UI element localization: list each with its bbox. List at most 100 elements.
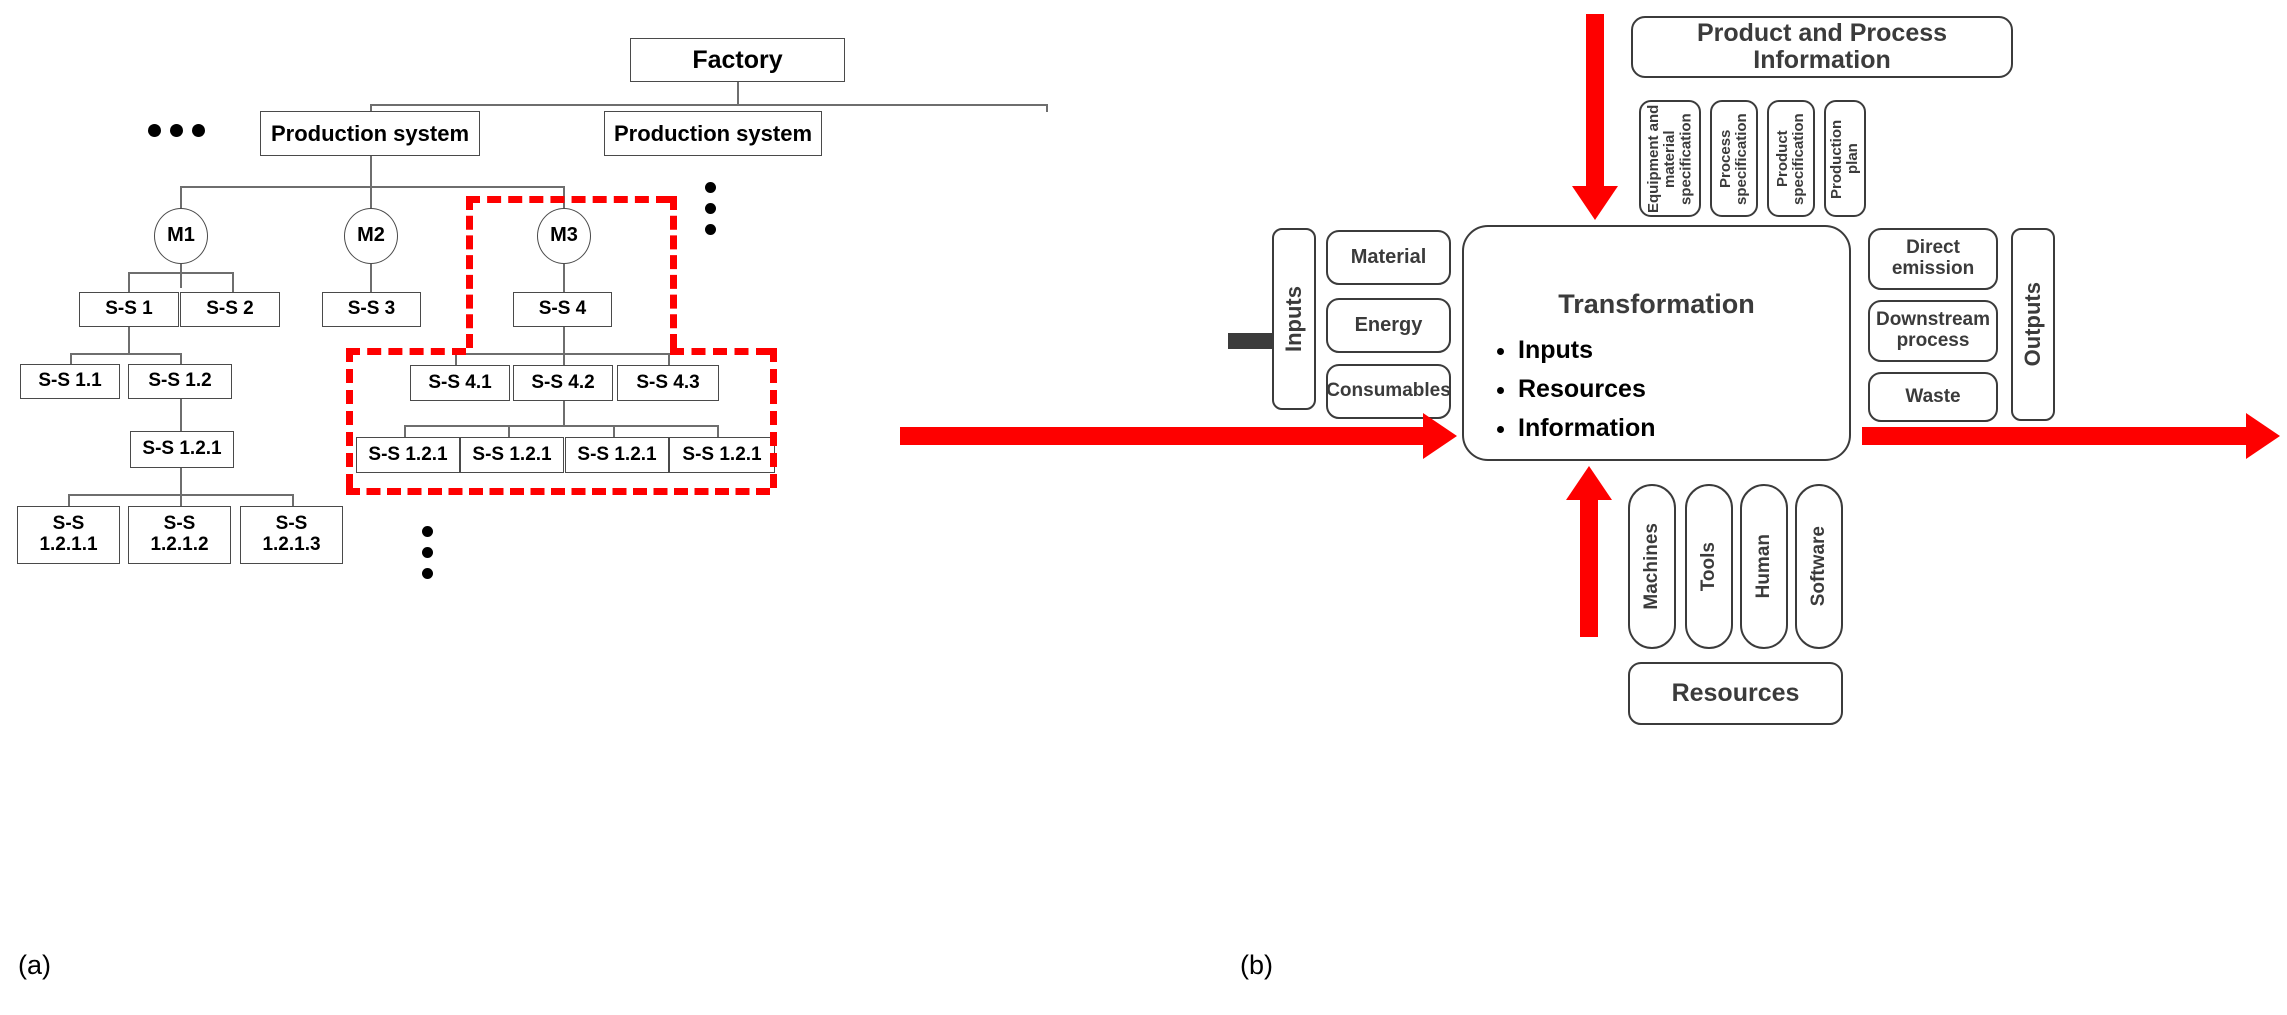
arrow-shaft: [1228, 333, 1282, 349]
edge-ss12b-up: [180, 353, 182, 365]
node-ss-1-2-1-1[interactable]: S-S 1.2.1.1: [17, 506, 120, 564]
dash-right: [770, 348, 777, 488]
input-item-material[interactable]: Material: [1326, 230, 1451, 285]
node-ss4-leaf-1[interactable]: S-S 1.2.1: [356, 437, 460, 473]
arrow-head-down: [1572, 186, 1618, 220]
resource-item-label: Tools: [1697, 541, 1719, 592]
node-ss-1-2[interactable]: S-S 1.2: [128, 364, 232, 399]
resource-item-machines[interactable]: Machines: [1628, 484, 1676, 649]
information-header-box[interactable]: Product and Process Information: [1631, 16, 2013, 78]
information-item-label: Product specification: [1773, 112, 1807, 205]
node-ss-4-1[interactable]: S-S 4.1: [410, 365, 510, 401]
edge-ss1-down: [128, 327, 130, 353]
edge-m1-up: [180, 186, 182, 210]
edge-ss12-bar: [128, 272, 232, 274]
highlight-selection-lower: [346, 348, 777, 495]
edge-ss4-leaf1-up: [404, 425, 406, 438]
resource-item-human[interactable]: Human: [1740, 484, 1788, 649]
edge-ss4-leaf-bar: [404, 425, 717, 427]
node-ss-1[interactable]: S-S 1: [79, 292, 179, 327]
transformation-box[interactable]: Transformation Inputs Resources Informat…: [1462, 225, 1851, 461]
node-machine-m1[interactable]: M1: [154, 208, 208, 264]
edge-ss4-children-bar: [455, 353, 668, 355]
inputs-label-box[interactable]: Inputs: [1272, 228, 1316, 410]
node-ss-1-2-1[interactable]: S-S 1.2.1: [130, 431, 234, 468]
dot: [705, 182, 716, 193]
arrow-head-out: [2246, 413, 2280, 459]
transformation-bullet: Information: [1518, 409, 1656, 448]
information-item-product-specification[interactable]: Product specification: [1767, 100, 1815, 217]
output-item-label: Waste: [1905, 385, 1961, 407]
edge-ss4-down: [563, 327, 565, 353]
node-ss4-leaf-3[interactable]: S-S 1.2.1: [565, 437, 669, 473]
transformation-bullet: Resources: [1518, 370, 1656, 409]
node-ss-4-2[interactable]: S-S 4.2: [513, 365, 613, 401]
panel-b: Product and Process Information Equipmen…: [900, 0, 2287, 1015]
dash-left: [466, 196, 473, 348]
arrow-head-up: [1566, 466, 1612, 500]
dash-top-right: [670, 348, 770, 355]
input-item-consumables[interactable]: Consumables: [1326, 364, 1451, 419]
edge-ss4-leaf3-up: [613, 425, 615, 438]
edge-ps1-up: [370, 104, 372, 112]
node-ss-3[interactable]: S-S 3: [322, 292, 421, 327]
dot: [148, 124, 161, 137]
edge-ss12-down: [180, 399, 182, 431]
node-ss-2[interactable]: S-S 2: [180, 292, 280, 327]
resource-item-tools[interactable]: Tools: [1685, 484, 1733, 649]
resource-item-label: Human: [1752, 534, 1774, 599]
resources-footer-box[interactable]: Resources: [1628, 662, 1843, 725]
node-factory[interactable]: Factory: [630, 38, 845, 82]
node-ss-4[interactable]: S-S 4: [513, 292, 612, 327]
input-item-energy[interactable]: Energy: [1326, 298, 1451, 353]
output-item-direct-emission[interactable]: Direct emission: [1868, 228, 1998, 290]
output-item-downstream-process[interactable]: Downstream process: [1868, 300, 1998, 362]
node-production-system-2[interactable]: Production system: [604, 111, 822, 156]
ellipsis-vertical-top: [705, 182, 716, 235]
dash-top-left: [346, 348, 466, 355]
node-ss-1-1[interactable]: S-S 1.1: [20, 364, 120, 399]
edge-factory-down: [737, 82, 739, 104]
leaf-label-bottom: 1.2.1.3: [262, 534, 321, 555]
edge-ss11-up: [70, 353, 72, 365]
resource-item-software[interactable]: Software: [1795, 484, 1843, 649]
arrow-shaft-in: [900, 427, 1427, 445]
edge-machines-bar: [180, 186, 565, 188]
panel-a: Factory Production system Production sys…: [17, 38, 1048, 980]
dot: [422, 568, 433, 579]
node-machine-m2[interactable]: M2: [344, 208, 398, 264]
edge-m3-down: [563, 264, 565, 292]
edge-ss42-up: [563, 353, 565, 367]
transformation-bullet: Inputs: [1518, 331, 1656, 370]
arrow-shaft-out: [1862, 427, 2250, 445]
information-item-process-specification[interactable]: Process specification: [1710, 100, 1758, 217]
edge-leaf2-up: [180, 494, 182, 508]
edge-ss4-leaf4-up: [717, 425, 719, 438]
inputs-label: Inputs: [1281, 286, 1307, 352]
node-ss-1-2-1-2[interactable]: S-S 1.2.1.2: [128, 506, 231, 564]
information-item-production-plan[interactable]: Production plan: [1824, 100, 1866, 217]
dot: [705, 203, 716, 214]
ellipsis-vertical-bottom: [422, 526, 433, 579]
edge-m2-up: [370, 186, 372, 210]
node-ss-4-3[interactable]: S-S 4.3: [617, 365, 719, 401]
output-item-waste[interactable]: Waste: [1868, 372, 1998, 422]
arrow-shaft-down: [1586, 14, 1604, 192]
edge-m2-down: [370, 264, 372, 292]
information-header-label: Product and Process Information: [1696, 19, 1948, 74]
node-ss4-leaf-2[interactable]: S-S 1.2.1: [460, 437, 564, 473]
edge-ss4-leaf2-up: [508, 425, 510, 438]
dash-bottom: [346, 488, 770, 495]
node-production-system-1[interactable]: Production system: [260, 111, 480, 156]
outputs-label-box[interactable]: Outputs: [2011, 228, 2055, 421]
information-item-label: Production plan: [1827, 118, 1861, 199]
information-item-equipment-material-specification[interactable]: Equipment and material specification: [1639, 100, 1701, 217]
node-machine-m3[interactable]: M3: [537, 208, 591, 264]
node-ss-1-2-1-3[interactable]: S-S 1.2.1.3: [240, 506, 343, 564]
dot: [170, 124, 183, 137]
edge-factory-bar: [370, 104, 1047, 106]
leaf-label-top: S-S: [275, 513, 308, 535]
dot: [422, 547, 433, 558]
resource-item-label: Machines: [1640, 523, 1662, 610]
node-ss4-leaf-4[interactable]: S-S 1.2.1: [669, 437, 775, 473]
